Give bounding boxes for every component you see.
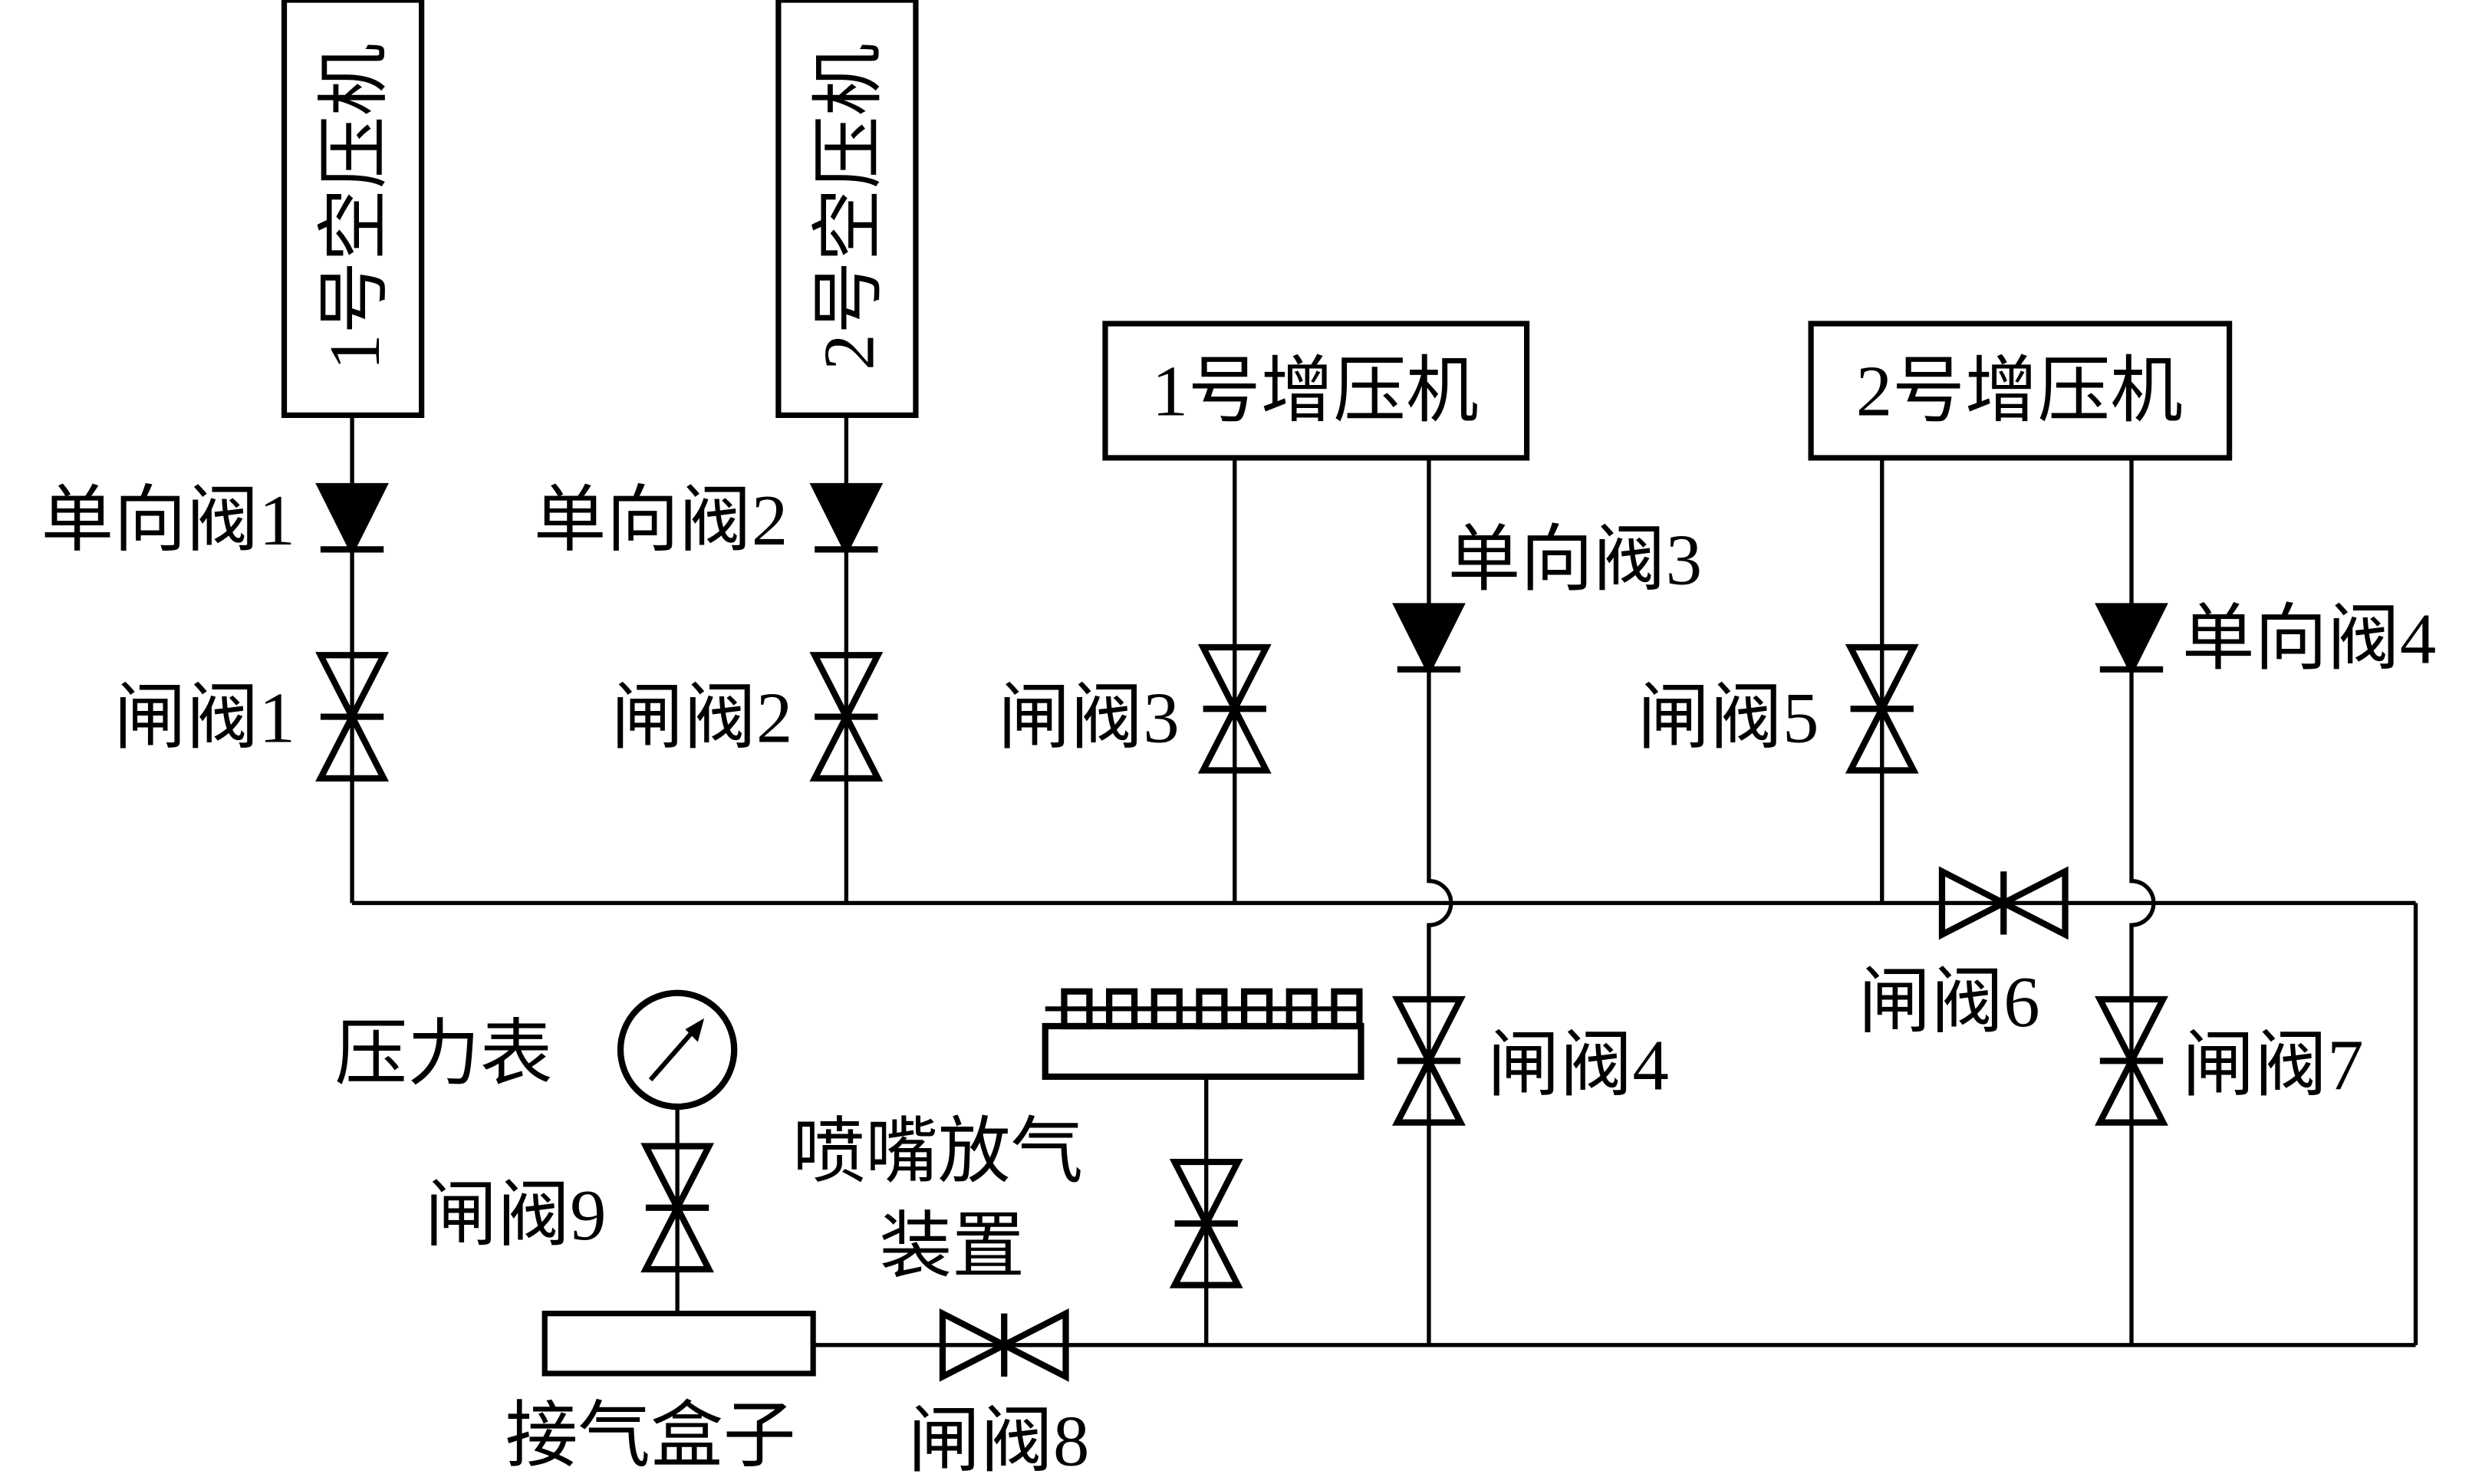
gate-valve-2-label: 闸阀2 xyxy=(611,678,793,758)
compressor-2: 2号空压机 xyxy=(775,0,919,418)
gate-valve-3-label: 闸阀3 xyxy=(998,678,1180,758)
labels: 单向阀1 单向阀2 单向阀3 单向阀4 闸阀1 闸阀2 闸阀3 闸阀4 闸阀5 … xyxy=(41,481,2437,1481)
booster-1: 1号增压机 xyxy=(1102,321,1530,461)
pressure-gauge-label: 压力表 xyxy=(334,1015,552,1094)
nozzle-tooth xyxy=(1331,988,1363,1030)
compressor-1: 1号空压机 xyxy=(281,0,425,418)
gate-valve-6-label: 闸阀6 xyxy=(1858,962,2040,1042)
pressure-gauge-icon xyxy=(617,989,738,1111)
gate-valve-7-label: 闸阀7 xyxy=(2182,1025,2364,1105)
gate-valve-1-label: 闸阀1 xyxy=(114,678,295,758)
check-valve-1-symbol xyxy=(321,486,383,549)
gate-valve-9-label: 闸阀9 xyxy=(425,1176,607,1255)
check-valve-4-label: 单向阀4 xyxy=(2182,600,2436,679)
booster-1-label: 1号增压机 xyxy=(1152,351,1479,431)
gas-box-label: 接气盒子 xyxy=(505,1397,796,1476)
booster-2: 2号增压机 xyxy=(1808,321,2233,461)
check-valve-4-symbol xyxy=(2100,606,2163,669)
gas-box xyxy=(541,1311,816,1377)
check-valve-3-label: 单向阀3 xyxy=(1448,521,1702,601)
compressor-1-label: 1号空压机 xyxy=(315,44,395,370)
check-valve-3-symbol xyxy=(1397,606,1460,669)
booster-2-label: 2号增压机 xyxy=(1856,351,2183,431)
pipes xyxy=(350,415,2418,1347)
nozzle-tooth xyxy=(1241,988,1273,1030)
check-valve-1-label: 单向阀1 xyxy=(41,481,295,561)
gate-valve-4-label: 闸阀4 xyxy=(1487,1025,1669,1105)
nozzle-tooth xyxy=(1105,988,1138,1030)
check-valve-2-label: 单向阀2 xyxy=(534,481,788,561)
nozzle-tooth xyxy=(1061,988,1093,1030)
nozzle-tooth xyxy=(1285,988,1318,1030)
nozzle-vent-label-line2: 装置 xyxy=(880,1207,1025,1287)
gate-valve-8-label: 闸阀8 xyxy=(908,1401,1090,1481)
nozzle-vent-device xyxy=(1042,988,1364,1081)
nozzle-vent-label-line1: 喷嘴放气 xyxy=(792,1113,1083,1193)
nozzle-tooth xyxy=(1150,988,1183,1030)
check-valve-2-symbol xyxy=(815,486,877,549)
compressor-2-label: 2号空压机 xyxy=(809,44,889,370)
nozzle-tooth xyxy=(1196,988,1228,1030)
gate-valve-5-label: 闸阀5 xyxy=(1638,678,1819,758)
